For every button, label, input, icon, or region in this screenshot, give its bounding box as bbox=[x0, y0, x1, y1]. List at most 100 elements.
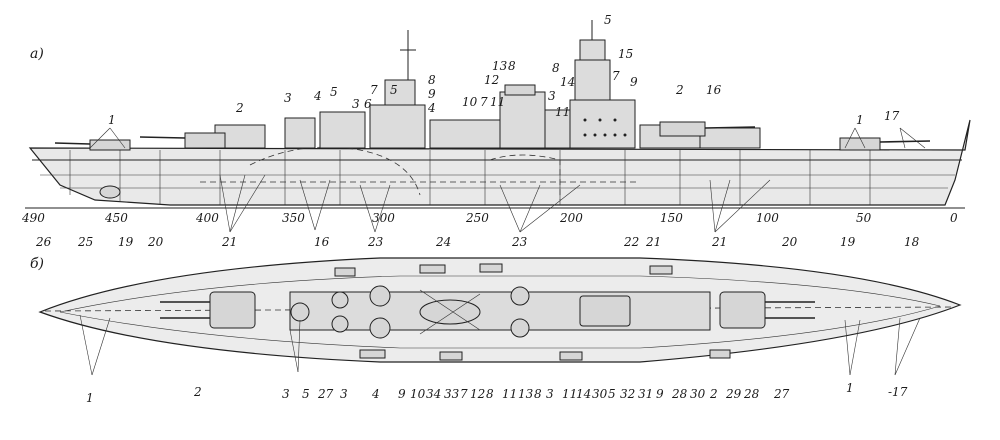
callout-label: 4 bbox=[371, 387, 380, 401]
callout-label: 11 bbox=[562, 387, 577, 401]
callout-label: 11 bbox=[555, 105, 570, 119]
side-elevation-view bbox=[28, 20, 971, 233]
callout-label: 33 bbox=[444, 387, 460, 401]
callout-label: 19 bbox=[840, 235, 856, 249]
callout-label: 3 bbox=[546, 387, 554, 401]
callout-label: 8 bbox=[486, 387, 494, 401]
side-view-panel-label: а) bbox=[30, 46, 44, 62]
hull-plating-lines bbox=[69, 150, 871, 205]
callout-label: 14 bbox=[560, 75, 575, 89]
callout-label: 2 bbox=[709, 387, 718, 401]
callout-label: 30 bbox=[592, 387, 608, 401]
callout-label: 12 bbox=[484, 73, 499, 87]
callout-label: 7 bbox=[460, 387, 468, 401]
callout-label: 17 bbox=[884, 109, 900, 123]
plan-leader-lines bbox=[79, 314, 921, 376]
side-bottom-callouts: 26 25 19 20 21 16 23 24 23 22 21 21 20 1… bbox=[35, 235, 920, 249]
callout-label: 8 bbox=[508, 59, 516, 73]
callout-label: 22 bbox=[623, 235, 639, 249]
callout-label: 6 bbox=[364, 97, 372, 111]
callout-label: 7 bbox=[612, 69, 620, 83]
callout-label: -17 bbox=[888, 385, 908, 399]
callout-label: 16 bbox=[314, 235, 330, 249]
callout-label: 21 bbox=[645, 235, 661, 249]
callout-label: 21 bbox=[711, 235, 727, 249]
callout-label: 10 bbox=[410, 387, 426, 401]
scale-mark: 0 bbox=[950, 211, 958, 225]
deck-fittings bbox=[334, 263, 731, 361]
callout-label: 5 bbox=[330, 85, 338, 99]
callout-label: 2 bbox=[235, 101, 244, 115]
callout-label: 26 bbox=[35, 235, 52, 249]
side-hull bbox=[28, 119, 971, 206]
scale-mark: 150 bbox=[660, 211, 683, 225]
callout-label: 12 bbox=[470, 387, 485, 401]
superstructure bbox=[214, 39, 761, 149]
callout-label: 16 bbox=[706, 83, 722, 97]
callout-label: 3 bbox=[284, 91, 292, 105]
plan-turrets bbox=[160, 291, 815, 329]
callout-label: 32 bbox=[620, 387, 635, 401]
plan-callouts: 1 2 3 5 27 3 4 9 10 34 33 7 12 8 11 13 8… bbox=[86, 381, 908, 405]
callout-label: 20 bbox=[781, 235, 798, 249]
callout-label: 21 bbox=[221, 235, 237, 249]
callout-label: 8 bbox=[428, 73, 436, 87]
callout-label: 5 bbox=[302, 387, 310, 401]
callout-label: 8 bbox=[534, 387, 542, 401]
callout-label: 14 bbox=[576, 387, 591, 401]
scale-bar: 490 450 400 350 300 250 200 150 100 50 0 bbox=[21, 207, 965, 225]
callout-label: 29 bbox=[725, 387, 742, 401]
callout-label: 1 bbox=[86, 391, 94, 405]
scale-mark: 490 bbox=[21, 211, 45, 225]
callout-label: 30 bbox=[690, 387, 706, 401]
callout-label: 9 bbox=[398, 387, 406, 401]
callout-label: 13 bbox=[492, 59, 508, 73]
callout-label: 34 bbox=[426, 387, 441, 401]
scale-mark: 350 bbox=[282, 211, 305, 225]
scale-mark: 300 bbox=[372, 211, 395, 225]
callout-label: 20 bbox=[147, 235, 164, 249]
callout-label: 28 bbox=[671, 387, 688, 401]
plan-view-panel-label: б) bbox=[30, 256, 44, 272]
portholes bbox=[583, 118, 627, 137]
callout-label: 1 bbox=[856, 113, 864, 127]
callout-label: 3 bbox=[548, 89, 556, 103]
callout-label: 5 bbox=[608, 387, 616, 401]
callout-label: 5 bbox=[604, 13, 612, 27]
callout-label: 15 bbox=[618, 47, 633, 61]
callout-label: 11 bbox=[502, 387, 517, 401]
callout-label: 2 bbox=[193, 385, 202, 399]
callout-label: 25 bbox=[77, 235, 93, 249]
callout-label: 13 bbox=[518, 387, 534, 401]
callout-label: 9 bbox=[630, 75, 638, 89]
callout-label: 19 bbox=[118, 235, 134, 249]
callout-label: 9 bbox=[656, 387, 664, 401]
callout-label: 4 bbox=[313, 89, 322, 103]
side-top-callouts: 1 2 3 4 5 3 6 7 5 8 9 4 10 7 11 13 8 12 … bbox=[108, 13, 900, 127]
callout-label: 24 bbox=[435, 235, 451, 249]
callout-label: 27 bbox=[317, 387, 334, 401]
callout-label: 28 bbox=[743, 387, 760, 401]
callout-label: 18 bbox=[904, 235, 920, 249]
scale-mark: 100 bbox=[756, 211, 779, 225]
callout-label: 3 bbox=[340, 387, 348, 401]
callout-label: 8 bbox=[552, 61, 560, 75]
scale-mark: 200 bbox=[559, 211, 583, 225]
callout-label: 7 bbox=[370, 83, 378, 97]
callout-label: 2 bbox=[675, 83, 684, 97]
callout-label: 23 bbox=[511, 235, 528, 249]
callout-label: 4 bbox=[427, 101, 436, 115]
scale-mark: 50 bbox=[856, 211, 872, 225]
callout-label: 11 bbox=[490, 95, 505, 109]
scale-mark: 250 bbox=[465, 211, 489, 225]
side-leader-lines bbox=[89, 127, 926, 233]
scale-mark: 400 bbox=[195, 211, 219, 225]
callout-label: 27 bbox=[773, 387, 790, 401]
callout-label: 9 bbox=[428, 87, 436, 101]
propeller bbox=[99, 185, 121, 199]
callout-label: 3 bbox=[282, 387, 290, 401]
callout-label: 10 bbox=[462, 95, 478, 109]
callout-label: 1 bbox=[108, 113, 116, 127]
